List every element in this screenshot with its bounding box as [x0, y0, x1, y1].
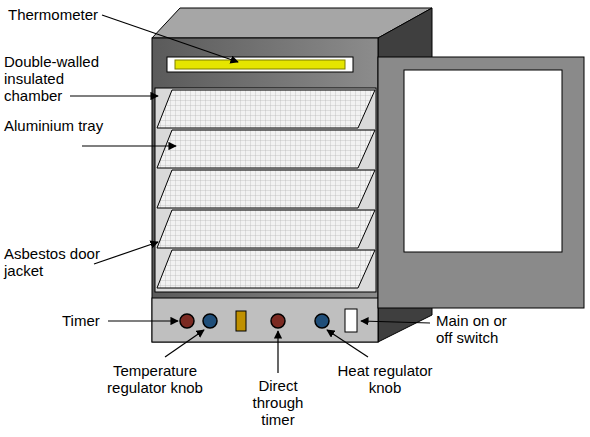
timer-knob [180, 314, 194, 328]
callout-label: Thermometer [8, 6, 100, 23]
toggle-switch [236, 311, 246, 331]
tray [157, 90, 375, 128]
leader-line [277, 331, 278, 373]
thermometer-slot [167, 57, 353, 72]
temperature-knob [203, 314, 217, 328]
thermometer [175, 60, 345, 69]
tray [157, 250, 375, 288]
heat-knob [315, 314, 329, 328]
callout-label: Asbestos door jacket [4, 245, 104, 279]
callout-label: Double-walled insulated chamber [4, 53, 116, 104]
leader-line [108, 320, 178, 321]
leader-line [70, 95, 158, 96]
leader-line [165, 330, 204, 357]
callout-label: Direct through timer [246, 377, 310, 428]
leader-line [327, 330, 368, 357]
leader-line [102, 15, 238, 62]
tray [157, 130, 375, 168]
direct-knob [271, 314, 285, 328]
leader-line [361, 321, 430, 323]
tray [157, 210, 375, 248]
tray [157, 170, 375, 208]
leader-line [82, 145, 176, 146]
control-panel [152, 298, 378, 342]
callout-label: Aluminium tray [4, 117, 104, 134]
callout-label: Main on or off switch [436, 312, 522, 346]
door-window [404, 70, 562, 252]
oven-front [152, 38, 378, 342]
main-switch [345, 309, 357, 332]
oven-door [378, 57, 584, 308]
callout-label: Temperature regulator knob [91, 362, 219, 396]
chamber [155, 88, 376, 292]
leader-line [94, 242, 158, 264]
callout-label: Heat regulator knob [327, 362, 443, 396]
callout-label: Timer [62, 312, 106, 329]
